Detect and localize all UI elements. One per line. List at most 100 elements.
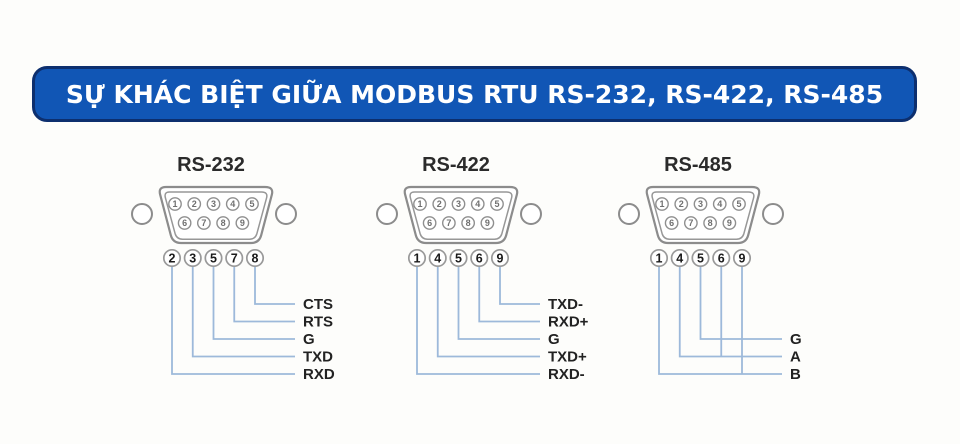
wire-pin-5-to-G [699,266,782,340]
breakout-pin-number: 4 [676,251,683,265]
db9-pin-8 [703,216,718,230]
db9-outline-outer [158,185,274,245]
db9-pin-2 [187,197,202,211]
breakout-pin-8 [245,248,265,268]
db9-pin-4 [470,197,485,211]
db9-pin-number: 7 [201,218,206,228]
mounting-hole-left [131,203,153,225]
db9-outline-outer [403,185,519,245]
db9-outline-inner [164,191,268,240]
breakout-pin-6 [470,248,489,268]
db9-pin-number: 5 [736,199,741,209]
db9-pin-9 [235,216,250,230]
breakout-pin-1 [649,248,669,268]
db9-pin-1 [168,197,182,211]
db9-pin-9 [722,216,737,230]
signal-label-rts: RTS [303,314,333,331]
db9-pin-number: 3 [456,199,461,209]
breakout-pin-number: 1 [414,251,421,265]
wire-pin-7-to-RTS [233,266,295,323]
wire-pin-4-to-A [678,266,782,358]
db9-pin-8 [216,216,231,230]
signal-label-a: A [790,349,801,366]
page-title: SỰ KHÁC BIỆT GIỮA MODBUS RTU RS-232, RS-… [65,79,884,109]
db9-shell [403,185,519,245]
db9-pin-number: 5 [249,199,254,209]
breakout-pin-4 [428,248,447,268]
wire-pin-3-to-TXD [191,266,295,358]
db9-pin-3 [451,197,466,211]
db9-pin-7 [683,216,698,230]
db9-shell [645,185,761,245]
db9-pin-number: 6 [669,218,674,228]
breakout-pin-9 [490,248,510,268]
mounting-hole-left [618,203,640,225]
signal-labels: GAB [790,331,802,383]
breakout-pin-9 [732,248,752,268]
wire-pin-6-to-RXD+ [478,266,540,323]
mounting-hole-left [376,203,398,225]
breakout-pin-number: 7 [231,251,238,265]
breakout-pin-number: 9 [739,251,746,265]
db9-pin-5 [490,197,504,211]
title-banner: SỰ KHÁC BIỆT GIỮA MODBUS RTU RS-232, RS-… [32,66,917,122]
db9-pin-5 [245,197,259,211]
breakout-pin-number: 4 [434,251,441,265]
connector-title: RS-485 [664,154,732,176]
breakout-pin-number: 5 [210,251,217,265]
db9-pin-3 [693,197,708,211]
db9-pin-number: 5 [494,199,499,209]
db9-pin-2 [674,197,689,211]
wire-pin-4-to-TXD+ [436,266,540,358]
db9-pin-2 [432,197,447,211]
breakout-pin-5 [204,248,223,268]
wire-pin-5-to-G [212,266,295,340]
db9-pin-number: 2 [192,199,197,209]
db9-pin-6 [422,216,437,230]
mounting-hole-right [762,203,784,225]
connector-title: RS-232 [177,154,245,176]
db9-pin-number: 1 [172,199,177,209]
db9-pin-number: 6 [427,218,432,228]
db9-pin-number: 2 [679,199,684,209]
signal-label-rxd: RXD- [548,366,585,383]
db9-pin-number: 8 [708,218,713,228]
db9-pin-number: 9 [727,218,732,228]
signal-label-txd: TXD- [548,296,583,313]
db9-pin-6 [664,216,679,230]
wire-group [658,266,782,375]
wire-pin-2-to-RXD [171,266,295,375]
signal-label-g: G [790,331,802,348]
db9-pin-number: 1 [417,199,422,209]
db9-pin-3 [206,197,221,211]
wire-group [171,266,295,375]
breakout-pin-number: 9 [497,251,504,265]
signal-label-rxd: RXD [303,366,335,383]
breakout-pin-number: 6 [476,251,483,265]
connector-title: RS-422 [422,154,490,176]
db9-pin-number: 3 [698,199,703,209]
db9-pin-1 [655,197,669,211]
db9-outline-inner [409,191,513,240]
db9-pin-5 [732,197,746,211]
db9-pin-6 [177,216,192,230]
breakout-pin-number: 1 [656,251,663,265]
wire-pin-9-to-TXD- [499,266,540,305]
db9-outline-inner [651,191,755,240]
signal-label-g: G [303,331,315,348]
breakout-pin-7 [225,248,244,268]
breakout-pin-6 [712,248,731,268]
db9-pin-4 [225,197,240,211]
wire-group [416,266,540,375]
